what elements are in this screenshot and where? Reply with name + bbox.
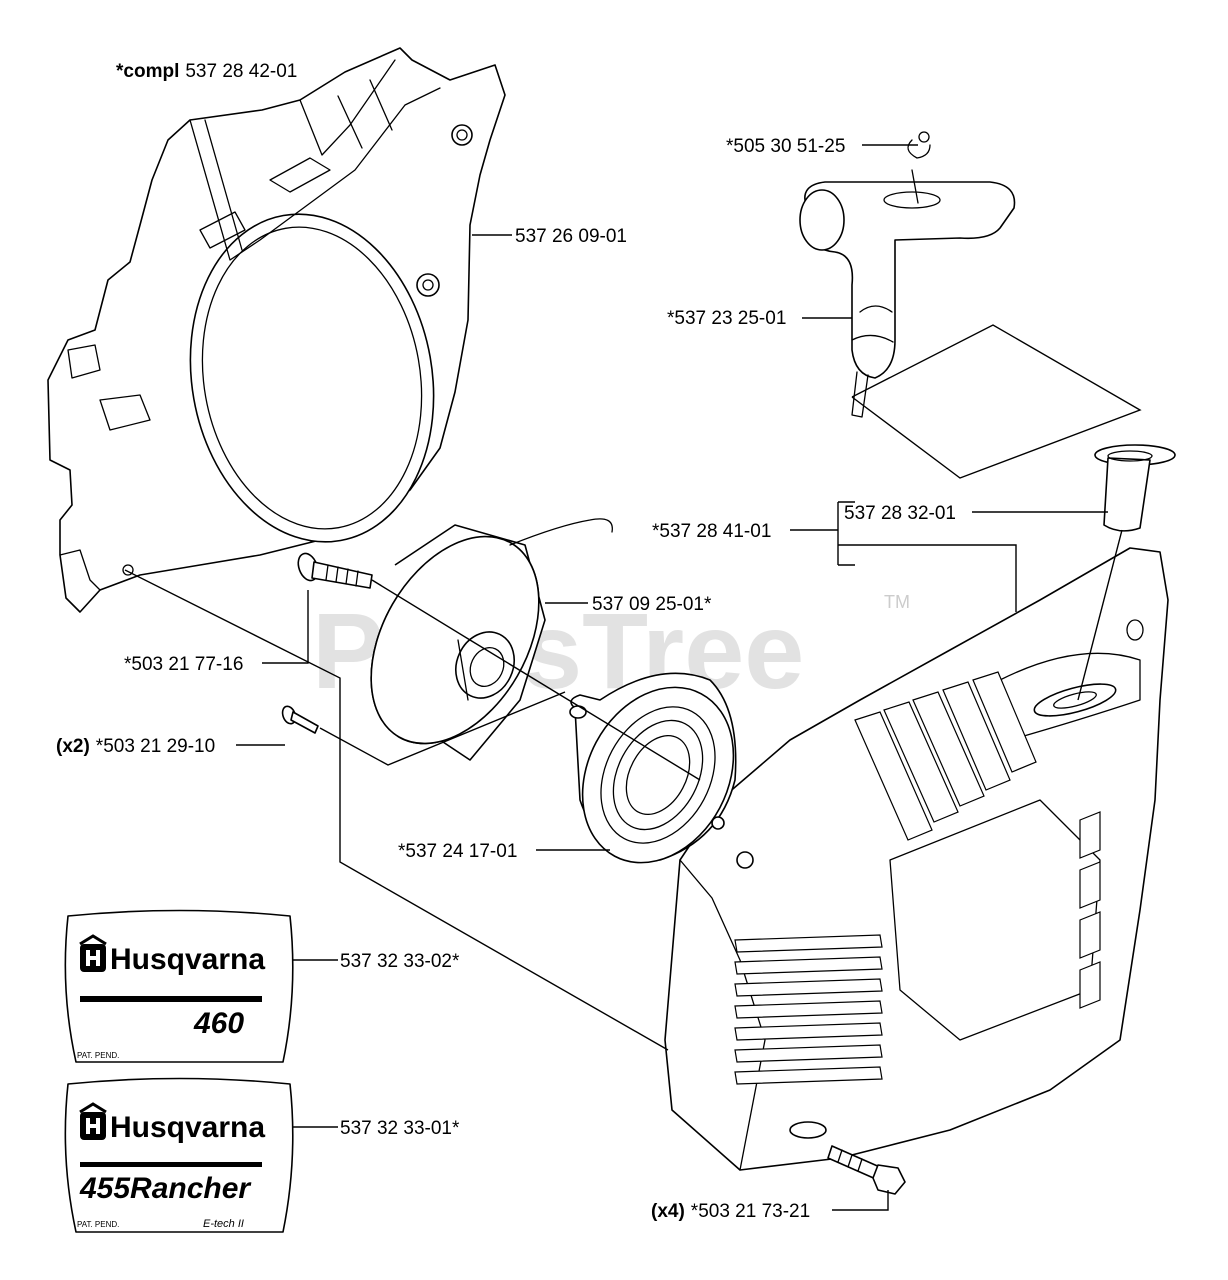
watermark-trademark: TM [884, 592, 910, 612]
cover-screw-part[interactable] [827, 1145, 906, 1195]
pulley-screw-part[interactable] [295, 551, 373, 589]
decal-460-note: PAT. PEND. [77, 1051, 119, 1060]
starter-handle-part[interactable] [799, 131, 1016, 418]
label-compl-number: 537 28 42-01 [185, 61, 297, 82]
decal-460-model: 460 [193, 1007, 244, 1040]
label-pulley-screw: *503 21 77-16 [124, 654, 243, 675]
decal-455-model: 455Rancher [79, 1172, 252, 1205]
label-decal-455: 537 32 33-01* [340, 1118, 460, 1139]
label-starter-handle: *537 23 25-01 [667, 308, 786, 329]
label-rope-guide: 537 28 32-01 [844, 503, 956, 524]
label-cover-screws-qty: (x4) [651, 1201, 685, 1222]
label-cover-screws: (x4) *503 21 73-21 [651, 1201, 810, 1222]
decal-455-rancher[interactable]: Husqvarna 455Rancher PAT. PEND. E-tech I… [64, 1077, 294, 1233]
decal-460[interactable]: Husqvarna 460 PAT. PEND. [64, 909, 294, 1063]
label-spring-screws-qty: (x2) [56, 736, 90, 757]
decal-455-badge: E-tech II [203, 1218, 244, 1230]
rope-guide-part[interactable] [1094, 444, 1176, 532]
label-compl-prefix: *compl [116, 61, 179, 82]
decal-455-note: PAT. PEND. [77, 1220, 119, 1229]
decal-455-brand: Husqvarna [110, 1111, 265, 1144]
label-starter-assembly: *537 28 41-01 [652, 521, 771, 542]
label-decal-460: 537 32 33-02* [340, 951, 460, 972]
label-pulley: 537 09 25-01* [592, 594, 712, 615]
starter-rope-line [851, 324, 1142, 479]
label-compl: *compl 537 28 42-01 [116, 61, 297, 82]
husqvarna-logo-icon [79, 1102, 107, 1140]
spring-screw-part[interactable] [280, 704, 319, 734]
label-spring-cassette: *537 24 17-01 [398, 841, 517, 862]
leader-lines [124, 144, 1123, 1211]
label-spring-screws: (x2) *503 21 29-10 [56, 736, 215, 757]
label-handle-pin: *505 30 51-25 [726, 136, 845, 157]
fan-housing-part[interactable] [47, 47, 506, 613]
starter-cover-part[interactable] [664, 547, 1169, 1171]
label-cover-screws-number: *503 21 73-21 [691, 1201, 810, 1222]
decal-460-brand: Husqvarna [110, 943, 265, 976]
husqvarna-logo-icon [79, 934, 107, 972]
label-fan-housing: 537 26 09-01 [515, 226, 627, 247]
starter-pulley-part[interactable] [337, 507, 613, 773]
label-spring-screws-number: *503 21 29-10 [96, 736, 215, 757]
